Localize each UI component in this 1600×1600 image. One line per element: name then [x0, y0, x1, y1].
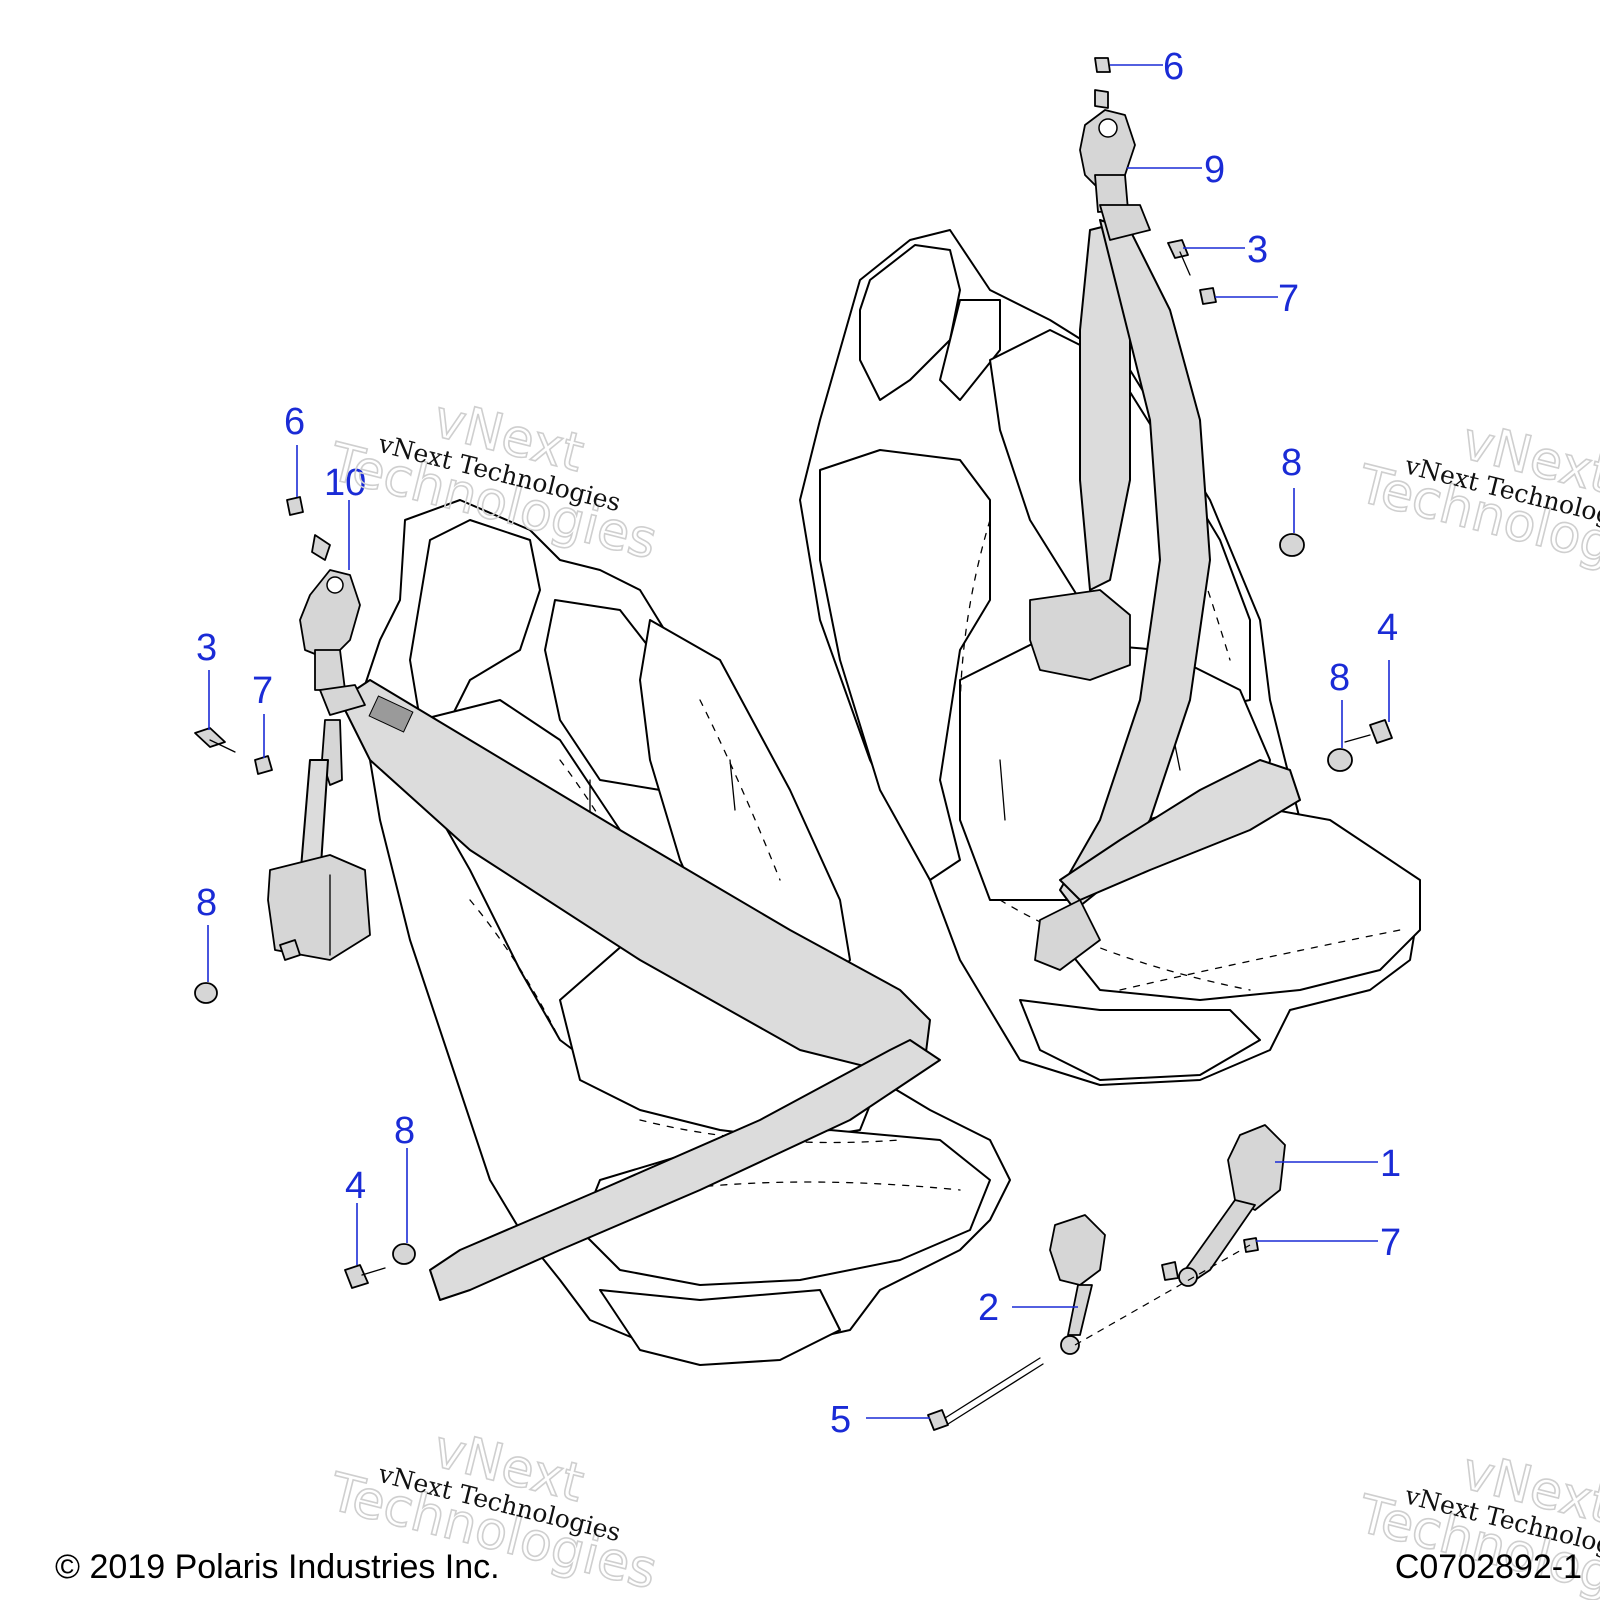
callout-3-right: 3 — [1183, 229, 1268, 271]
buckle-1 — [1227, 1124, 1286, 1211]
svg-text:3: 3 — [1247, 229, 1268, 271]
figure-code: C0702892-1 — [1394, 1548, 1582, 1586]
left-retractor-assembly — [267, 534, 371, 961]
watermarks: vNext Technologies vNext Technologies vN… — [322, 388, 1600, 1600]
callout-4-right: 4 — [1377, 607, 1398, 722]
svg-text:6: 6 — [284, 401, 305, 443]
nut-6-right — [1094, 57, 1111, 73]
svg-text:5: 5 — [830, 1399, 851, 1441]
nut-7-right — [1199, 287, 1217, 305]
callout-4-left: 4 — [345, 1165, 366, 1265]
bolt-5 — [927, 1409, 949, 1431]
right-seat-belt-webbing — [1029, 89, 1301, 971]
svg-text:2: 2 — [978, 1287, 999, 1329]
copyright-notice: © 2019 Polaris Industries Inc. — [55, 1548, 500, 1586]
svg-text:7: 7 — [252, 670, 273, 712]
svg-text:10: 10 — [324, 462, 366, 504]
watermark-bottom-right: vNext Technologies vNext Technologies — [1351, 1440, 1600, 1600]
nut-7-left — [254, 755, 273, 775]
bolt-4-right — [1369, 719, 1393, 744]
svg-text:1: 1 — [1380, 1143, 1401, 1185]
nut-7-buckle — [1243, 1237, 1259, 1253]
svg-text:4: 4 — [345, 1165, 366, 1207]
svg-text:7: 7 — [1380, 1222, 1401, 1264]
grommet-8-right-lower — [1327, 748, 1353, 772]
callout-6-right: 6 — [1110, 46, 1184, 88]
callout-3-left: 3 — [196, 627, 217, 730]
bolt-3-right — [1167, 239, 1189, 259]
bolt-4-left — [344, 1264, 369, 1289]
callout-7-buckle: 7 — [1256, 1222, 1401, 1264]
grommet-8-right-upper — [1279, 533, 1305, 557]
svg-text:8: 8 — [1329, 657, 1350, 699]
nut-6-left — [286, 496, 304, 516]
svg-text:3: 3 — [196, 627, 217, 669]
callout-2: 2 — [978, 1287, 1078, 1329]
callout-10: 10 — [324, 462, 366, 570]
callout-1: 1 — [1275, 1143, 1401, 1185]
callout-7-left: 7 — [252, 670, 273, 758]
callout-8-right-upper: 8 — [1281, 442, 1302, 533]
hardware-parts — [194, 57, 1393, 1431]
callouts: 1 2 3 3 4 4 5 6 — [196, 46, 1401, 1441]
svg-text:8: 8 — [1281, 442, 1302, 484]
svg-text:6: 6 — [1163, 46, 1184, 88]
svg-text:8: 8 — [394, 1110, 415, 1152]
callout-8-left: 8 — [196, 882, 217, 982]
callout-8-center: 8 — [394, 1110, 415, 1243]
left-seat-belt-webbing — [339, 679, 941, 1301]
buckle-tongue-2 — [1049, 1214, 1106, 1286]
svg-text:4: 4 — [1377, 607, 1398, 649]
bolt-3-left — [194, 727, 226, 748]
svg-text:7: 7 — [1278, 278, 1299, 320]
svg-text:8: 8 — [196, 882, 217, 924]
svg-text:9: 9 — [1204, 149, 1225, 191]
grommet-8-center — [392, 1243, 416, 1265]
watermark-top-right: vNext Technologies vNext Technologies — [1351, 410, 1600, 594]
grommet-8-left — [194, 982, 218, 1004]
callout-7-right: 7 — [1215, 278, 1299, 320]
callout-9: 9 — [1127, 149, 1225, 191]
callout-6-left: 6 — [284, 401, 305, 497]
callout-8-right-lower: 8 — [1329, 657, 1350, 748]
callout-5: 5 — [830, 1399, 930, 1441]
